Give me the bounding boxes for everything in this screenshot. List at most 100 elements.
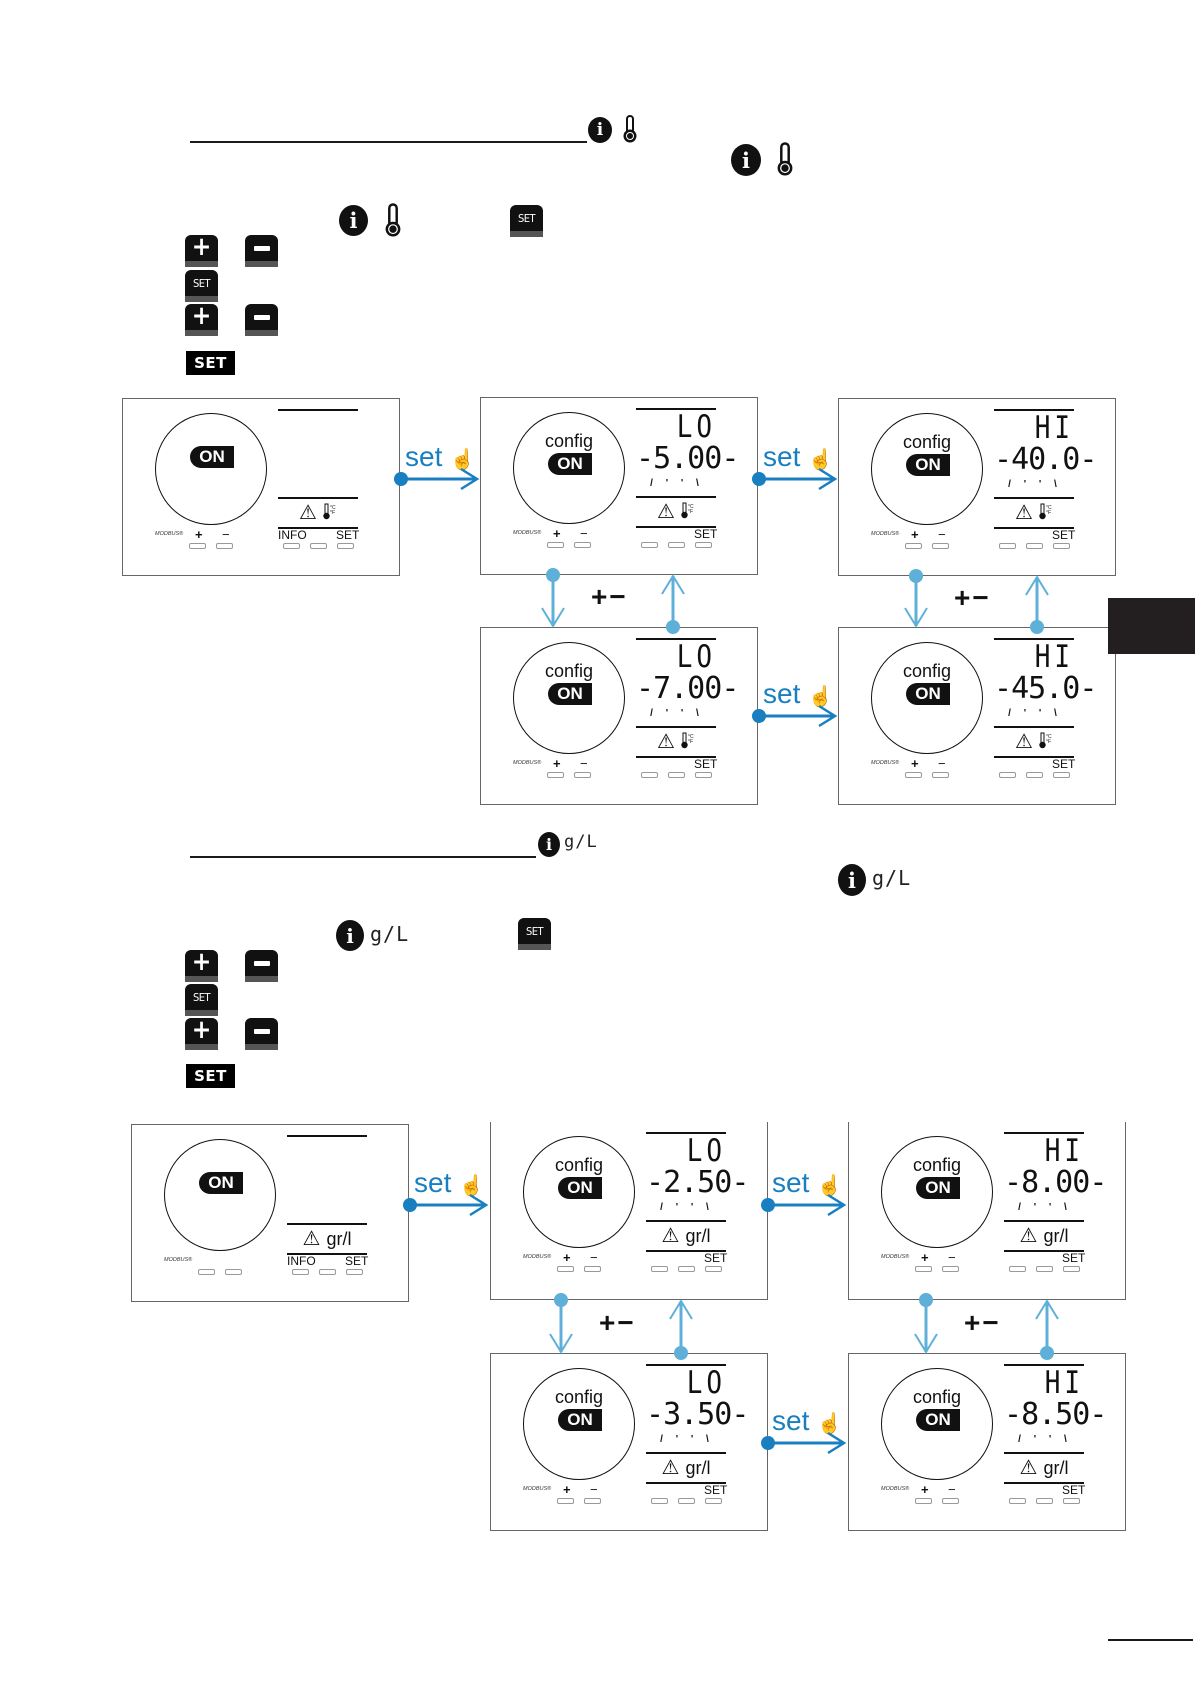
down-arrow [549,1293,573,1354]
temperature-unit-icon: °C°F [1039,732,1053,752]
set-transition-label: set ☝ [414,1167,484,1199]
lcd-status-row: ⚠ gr/l [1004,1224,1084,1248]
lcd-status-row: ⚠ °C°F [636,730,716,754]
lcd-mid-line [1004,1452,1084,1454]
info-icon: i [731,144,761,176]
lcd-mode-text: HI [1034,639,1074,676]
lcd-bottom-line [278,527,358,529]
set-text: set [772,1167,810,1198]
lcd-blink-ticks: / ' ' \ [650,708,704,719]
lcd-mid-line [994,726,1074,728]
plus-button-label: + [563,1482,571,1497]
plus-touch-button [189,543,206,549]
lcd-status-row: ⚠ °C°F [636,500,716,524]
mid-touch-button [668,542,685,548]
lcd-value-text: -40.0- [994,442,1097,477]
mid-touch-button [678,1266,695,1272]
display-panel: ON ⚠ °C°F MODBUS® + − INFO SET [122,398,400,576]
button-label-row: MODBUS® + − SET [849,1482,1125,1498]
lcd-status-row: ⚠ °C°F [994,501,1074,525]
touch-buttons [839,772,1115,778]
temperature-unit-icon: °C°F [681,732,695,752]
lcd-mid-line [1004,1220,1084,1222]
set-touch-button [695,772,712,778]
plus-key-label: + [191,947,212,977]
warning-icon: ⚠ [657,501,675,523]
config-label: config [544,431,594,451]
touch-buttons [849,1266,1125,1272]
config-label: config [912,1155,962,1175]
set-key-label: SET [525,924,544,938]
dial-ring: ON [164,1139,276,1251]
lcd-mode-text: LO [686,1365,726,1402]
minus-button-label: − [948,1482,956,1497]
display-panel: ON ⚠ gr/l MODBUS® INFO SET [131,1124,409,1302]
lcd-blink-ticks: / ' ' \ [1018,1202,1072,1213]
unit-label: gr/l [326,1228,352,1249]
down-arrow [541,568,565,628]
plus-touch-button [905,543,922,549]
plus-minus-label: +− [964,1306,1001,1338]
lcd-mid-line [636,496,716,498]
adjust-transition-arrows [541,568,685,634]
mid-touch-button [668,772,685,778]
set-key: SET [510,205,543,237]
lcd-top-line [646,1132,726,1134]
plus-button-label: + [921,1482,929,1497]
unit-label: gr/l [1043,1457,1069,1478]
minus-button-label: − [580,526,588,541]
set-label-box: SET [186,351,235,375]
set-transition-label: set ☝ [772,1405,842,1437]
dial-ring: config ON [881,1368,993,1480]
lcd-bottom-line [646,1482,726,1484]
mid-touch-button [1026,772,1043,778]
set-key: SET [185,984,218,1016]
arrow-line [752,704,838,728]
warning-icon: ⚠ [1015,731,1033,753]
set-button-label: SET [694,527,718,541]
touch-buttons [481,542,757,548]
plus-touch-button [557,1266,574,1272]
arrow-line [752,467,838,491]
lcd-value-text: -3.50- [646,1397,749,1432]
lcd-blink-ticks: / ' ' \ [1018,1434,1072,1445]
lcd-status-row: ⚠ °C°F [278,501,358,525]
svg-text:°C: °C [688,504,694,510]
button-label-row: MODBUS® + − SET [481,526,757,542]
touch-hand-icon: ☝ [459,1175,485,1197]
button-label-row: MODBUS® + − SET [491,1250,767,1266]
set-key-label: SET [192,276,211,290]
on-badge: ON [906,454,950,476]
lcd-value: 7.00 [653,671,722,706]
plus-key: + [185,947,218,982]
set-text: set [763,678,801,709]
dial-ring: config ON [871,642,983,754]
info-icon: i [838,864,866,896]
lcd-mode-text: HI [1044,1365,1084,1402]
lcd-value-text: -8.50- [1004,1397,1107,1432]
lcd-mode-text: HI [1044,1133,1084,1170]
plus-touch-button [547,772,564,778]
set-transition-label: set ☝ [763,678,833,710]
lcd-bottom-line [287,1253,367,1255]
minus-touch-button [584,1498,601,1504]
lcd-status-row: ⚠ gr/l [646,1456,726,1480]
touch-hand-icon: ☝ [817,1175,843,1197]
set-button-label: SET [1052,757,1076,771]
button-label-row: MODBUS® + − SET [481,756,757,772]
set-button-label: SET [1062,1251,1086,1265]
lcd-mid-line [278,497,358,499]
lcd-value: 5.00 [653,441,722,476]
set-touch-button [705,1498,722,1504]
minus-key-glyph [253,314,270,320]
info-touch-button [292,1269,309,1275]
temperature-unit-icon: °C°F [1039,503,1053,523]
plus-touch-button [547,542,564,548]
temperature-unit-icon: °C°F [681,502,695,522]
touch-hand-icon: ☝ [450,449,476,471]
chapter-tab [1108,598,1195,654]
lcd-value-text: -8.00- [1004,1165,1107,1200]
set-text: set [772,1405,810,1436]
modbus-logo: MODBUS® [871,531,900,537]
up-arrow [669,1299,693,1360]
